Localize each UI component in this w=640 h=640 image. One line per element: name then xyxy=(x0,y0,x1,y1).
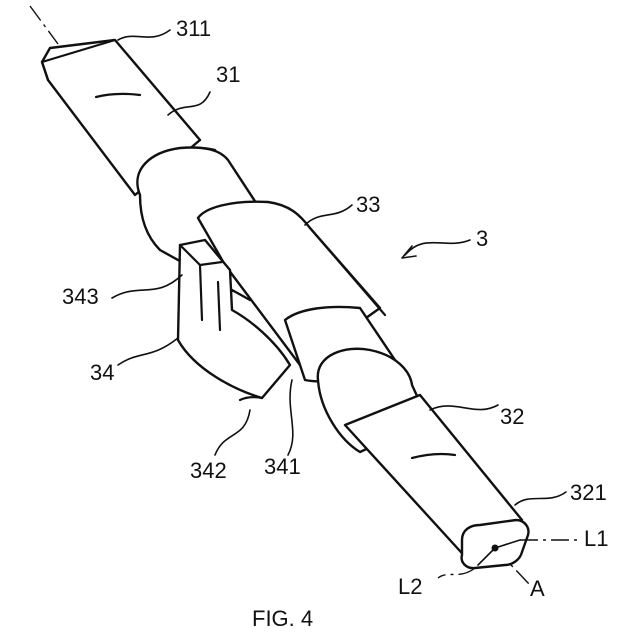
leader-342 xyxy=(215,410,250,455)
leader-33 xyxy=(305,205,352,225)
label-343: 343 xyxy=(62,284,99,309)
label-34: 34 xyxy=(90,360,114,385)
label-31: 31 xyxy=(216,62,240,87)
label-L2: L2 xyxy=(398,574,422,599)
label-321: 321 xyxy=(570,480,607,505)
leader-341 xyxy=(288,380,293,455)
label-3: 3 xyxy=(476,226,488,251)
label-341: 341 xyxy=(264,454,301,479)
label-A: A xyxy=(530,576,545,601)
leader-32 xyxy=(430,405,498,410)
central-axis-upper xyxy=(30,6,58,44)
leader-31 xyxy=(168,92,210,115)
leader-3 xyxy=(405,240,470,255)
leader-34 xyxy=(118,338,178,365)
leader-L2 xyxy=(438,568,475,578)
label-L1: L1 xyxy=(584,526,608,551)
label-342: 342 xyxy=(190,458,227,483)
leader-311 xyxy=(118,30,170,40)
leader-321 xyxy=(515,492,566,505)
leader-343 xyxy=(112,275,182,298)
label-33: 33 xyxy=(356,192,380,217)
label-32: 32 xyxy=(500,404,524,429)
label-311: 311 xyxy=(176,16,211,41)
figure-caption: FIG. 4 xyxy=(252,606,313,631)
